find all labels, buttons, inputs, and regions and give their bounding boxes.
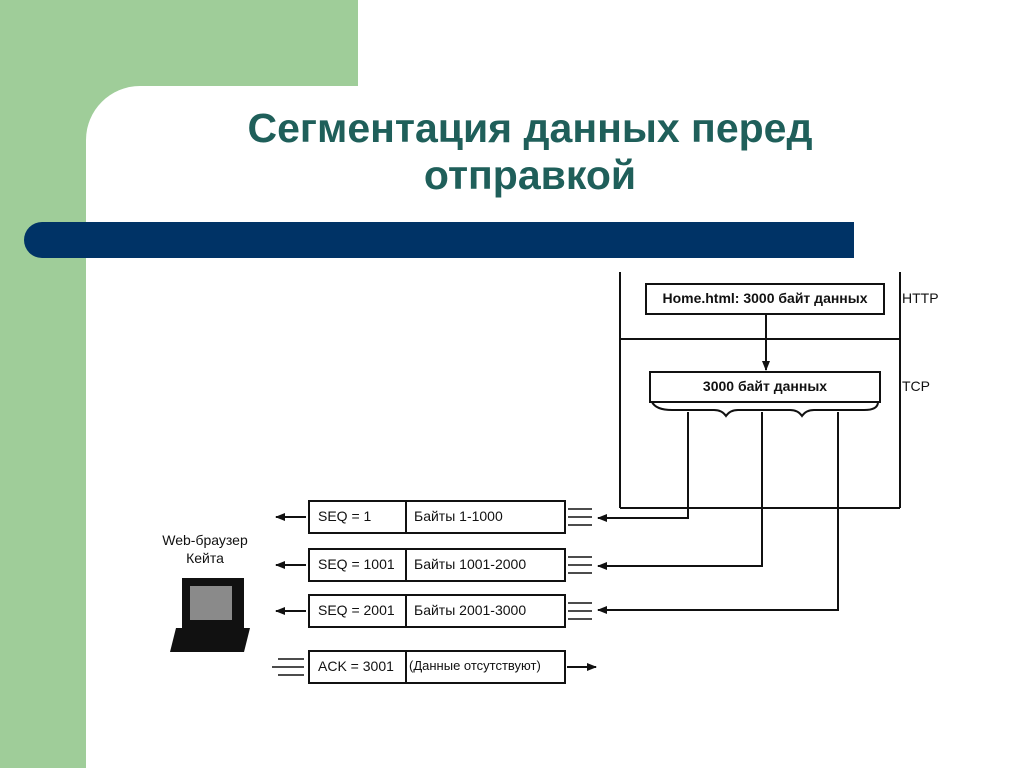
ack-seq: ACK = 3001 <box>318 658 394 674</box>
http-box-label: Home.html: 3000 байт данных <box>662 290 868 306</box>
split-line-1 <box>597 412 689 522</box>
segment-box-3 <box>308 594 566 628</box>
segment-seq-2: SEQ = 1001 <box>318 556 395 572</box>
slide-title-line-1: Сегментация данных перед <box>247 105 813 151</box>
split-line-2 <box>597 412 763 570</box>
ack-box <box>308 650 566 684</box>
tcp-split-brace <box>651 401 879 418</box>
computer-icon <box>170 578 250 652</box>
slide-title-line-2: отправкой <box>423 152 637 198</box>
tcp-box-label: 3000 байт данных <box>702 378 828 394</box>
segment-seq-1: SEQ = 1 <box>318 508 372 524</box>
segment-bytes-1: Байты 1-1000 <box>414 508 503 524</box>
tcp-data-box <box>649 371 881 403</box>
segment-bytes-2: Байты 1001-2000 <box>414 556 527 572</box>
segment-seq-3: SEQ = 2001 <box>318 602 395 618</box>
motion-lines <box>272 508 592 676</box>
slide-title: Сегментация данных перед отправкой <box>140 105 920 199</box>
segment-bytes-3: Байты 2001-3000 <box>414 602 527 618</box>
title-underline-bar <box>24 222 854 258</box>
tcp-layer-label: TCP <box>902 378 930 394</box>
http-layer-label: HTTP <box>902 290 939 306</box>
segment-box-2 <box>308 548 566 582</box>
split-line-3 <box>597 412 839 614</box>
client-label-line-2: Кейта <box>186 550 224 566</box>
client-label-line-1: Web-браузер <box>162 532 248 548</box>
slide-card <box>86 86 1024 768</box>
ack-note: (Данные отсутствуют) <box>409 658 541 673</box>
segment-box-1 <box>308 500 566 534</box>
